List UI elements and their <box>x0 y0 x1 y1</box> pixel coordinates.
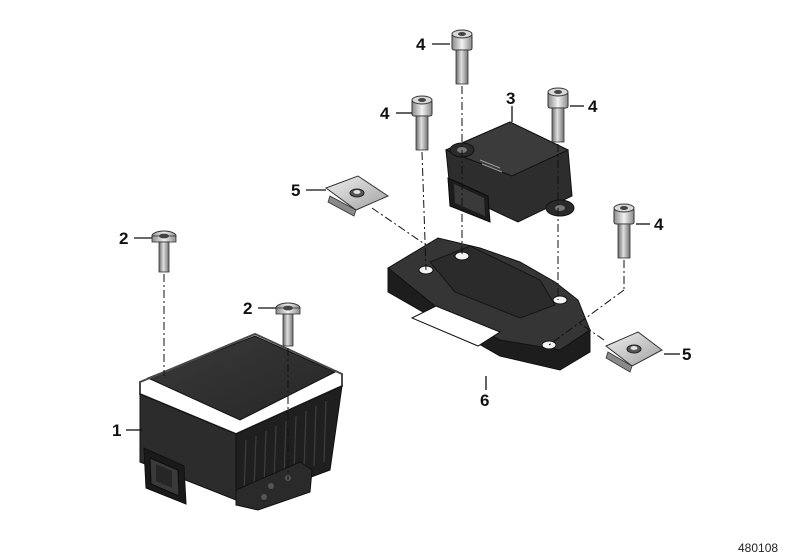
document-number: 480108 <box>738 541 778 555</box>
part-5-clip-b <box>605 331 663 373</box>
part-4-bolt-b <box>411 95 433 151</box>
callout-4-top: 4 <box>416 35 426 54</box>
callout-4-left: 4 <box>380 104 390 123</box>
callout-2-upper: 2 <box>119 229 128 248</box>
assembly-lines <box>163 86 625 480</box>
callout-6: 6 <box>480 391 489 410</box>
part-6-bracket <box>387 237 591 371</box>
callout-2-lower: 2 <box>243 299 252 318</box>
part-2-bolt-b <box>275 302 301 347</box>
part-1-control-unit <box>139 332 343 511</box>
callout-1: 1 <box>112 421 121 440</box>
callout-3: 3 <box>506 89 515 108</box>
leader-lines <box>126 43 680 431</box>
part-2-bolt-a <box>151 230 177 273</box>
part-5-clip-a <box>324 175 390 217</box>
part-4-bolt-a <box>451 29 473 85</box>
callout-4-lower: 4 <box>654 215 664 234</box>
callout-5-left: 5 <box>291 181 300 200</box>
part-4-bolt-d <box>613 203 635 259</box>
callout-4-right: 4 <box>588 97 598 116</box>
part-3-sensor <box>444 121 575 223</box>
callout-5-right: 5 <box>682 345 691 364</box>
part-4-bolt-c <box>547 87 569 143</box>
